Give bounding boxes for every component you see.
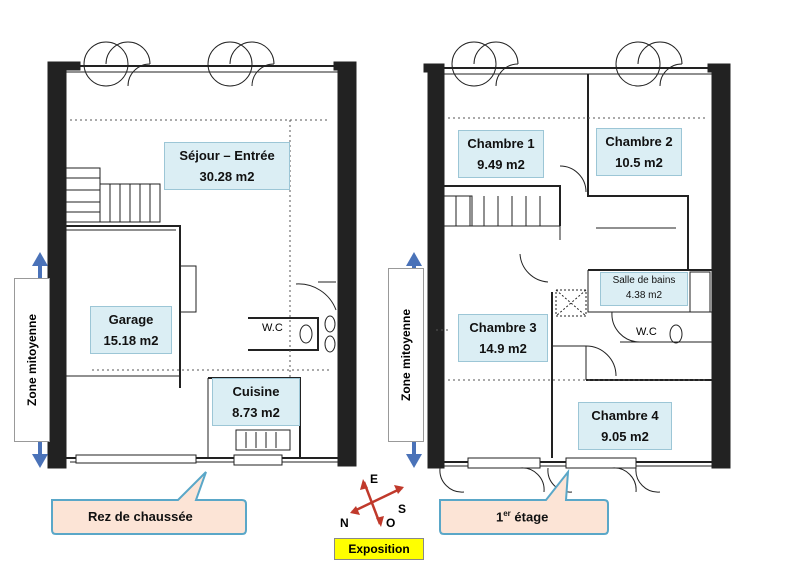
exposition-label: Exposition — [334, 538, 424, 560]
zone-mitoyenne-ground-text: Zone mitoyenne — [25, 313, 39, 407]
room-area-garage: 15.18 m2 — [103, 333, 159, 348]
room-area-sejour: 30.28 m2 — [199, 169, 255, 184]
first-callout-shape — [439, 468, 609, 535]
room-name-chambre2: Chambre 2 — [605, 134, 673, 149]
room-name-sejour: Séjour – Entrée — [179, 148, 275, 163]
room-label-chambre2: Chambre 2 10.5 m2 — [596, 128, 682, 176]
room-name-garage: Garage — [108, 312, 154, 327]
floor-label-ground: Rez de chaussée — [88, 509, 193, 524]
zone-mitoyenne-ground: Zone mitoyenne — [14, 278, 50, 442]
zone-mitoyenne-first-text: Zone mitoyenne — [399, 308, 413, 402]
compass-south: S — [398, 502, 407, 516]
room-label-salle-de-bains: Salle de bains 4.38 m2 — [600, 272, 688, 306]
room-name-chambre1: Chambre 1 — [467, 136, 535, 151]
floor-label-first-text: étage — [510, 509, 549, 525]
first-door-arc-2 — [615, 41, 661, 65]
room-area-chambre4: 9.05 m2 — [601, 429, 649, 444]
compass-west: O — [386, 516, 396, 530]
room-label-chambre1: Chambre 1 9.49 m2 — [458, 130, 544, 178]
room-area-chambre3: 14.9 m2 — [479, 341, 527, 356]
compass-north: N — [340, 516, 349, 530]
ground-outer-wall — [47, 61, 67, 469]
room-name-cuisine: Cuisine — [232, 384, 280, 399]
ground-door-arc-1 — [83, 41, 129, 65]
first-door-arc-1 — [451, 41, 497, 65]
zone-mitoyenne-first: Zone mitoyenne — [388, 268, 424, 442]
room-area-chambre1: 9.49 m2 — [477, 157, 525, 172]
floor-label-first-sup: er — [503, 509, 511, 518]
room-name-chambre4: Chambre 4 — [591, 408, 659, 423]
room-name-salle-de-bains: Salle de bains — [612, 275, 676, 286]
first-outer-wall — [423, 63, 445, 469]
compass-axis-2 — [362, 481, 382, 525]
floor-label-first-num: 1 — [496, 509, 504, 525]
room-name-chambre3: Chambre 3 — [469, 320, 537, 335]
room-area-salle-de-bains: 4.38 m2 — [625, 290, 663, 301]
room-label-sejour: Séjour – Entrée 30.28 m2 — [164, 142, 290, 190]
room-label-chambre3: Chambre 3 14.9 m2 — [458, 314, 548, 362]
compass-axis-1 — [351, 486, 403, 514]
room-area-cuisine: 8.73 m2 — [232, 405, 280, 420]
room-label-garage: Garage 15.18 m2 — [90, 306, 172, 354]
floor-label-first: 1er étage — [496, 509, 548, 524]
wc-label-ground: W.C — [262, 322, 283, 334]
room-label-cuisine: Cuisine 8.73 m2 — [212, 378, 300, 426]
room-label-chambre4: Chambre 4 9.05 m2 — [578, 402, 672, 450]
ground-callout-shape — [51, 471, 247, 535]
room-area-chambre2: 10.5 m2 — [615, 155, 663, 170]
compass-east: E — [370, 472, 379, 486]
ground-door-arc-2 — [207, 41, 253, 65]
wc-label-first: W.C — [636, 326, 657, 338]
